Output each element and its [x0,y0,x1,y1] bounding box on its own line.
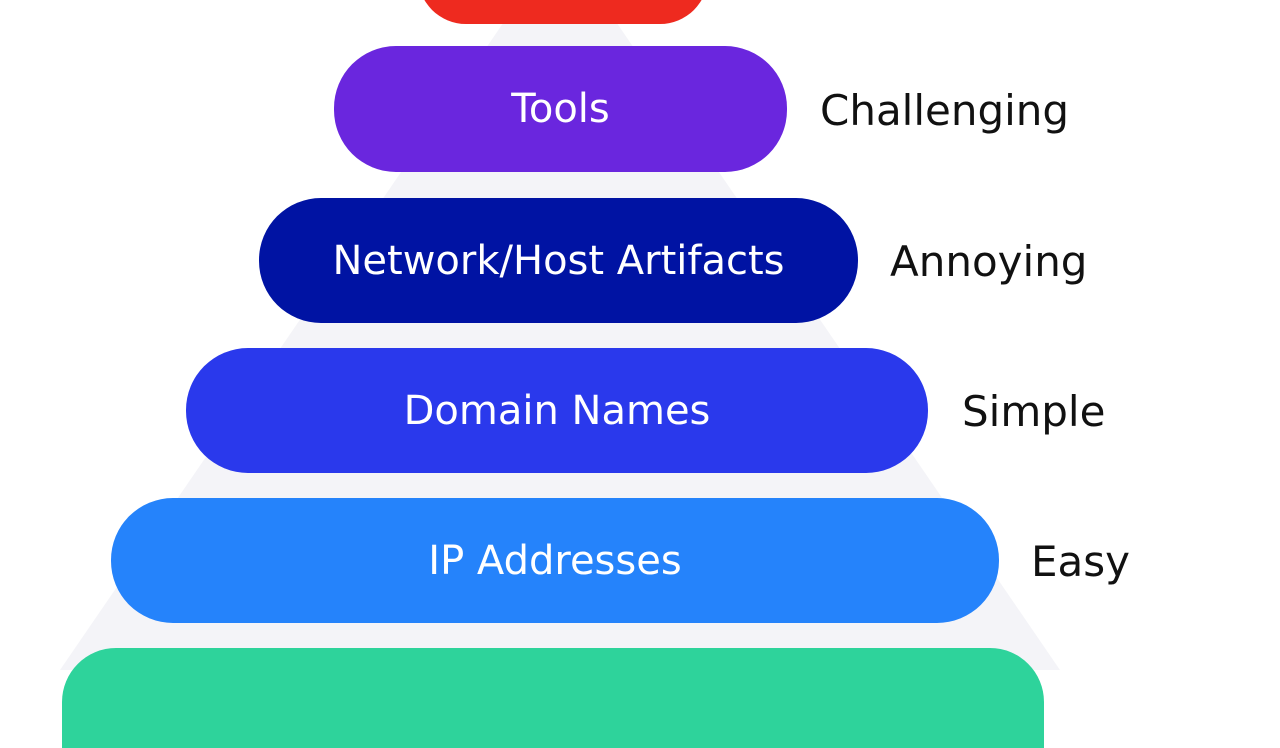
tier-network-host-artifacts: Network/Host Artifacts [259,198,858,323]
tier-ip-label: IP Addresses [428,537,682,584]
tier-domain-names: Domain Names [186,348,928,473]
tier-tools: Tools [334,46,787,172]
tier-bottom-partial [62,648,1044,748]
difficulty-simple: Simple [962,387,1106,436]
tier-domain-label: Domain Names [403,387,711,434]
tier-top-partial [418,0,708,24]
difficulty-easy: Easy [1031,537,1131,586]
tier-ip-addresses: IP Addresses [111,498,999,623]
tier-tools-label: Tools [511,86,610,132]
tier-network-label: Network/Host Artifacts [332,237,785,284]
difficulty-challenging: Challenging [820,86,1070,135]
difficulty-annoying: Annoying [890,237,1088,286]
